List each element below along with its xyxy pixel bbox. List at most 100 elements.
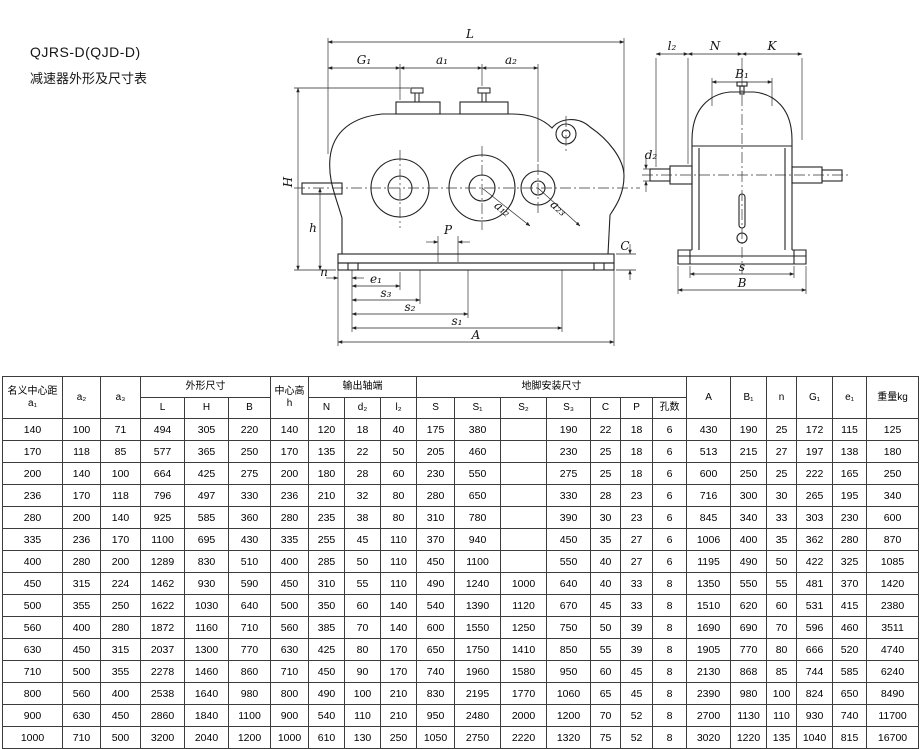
cell: 50 [766,550,798,573]
cell: 236 [270,484,310,507]
cell: 1580 [500,660,548,683]
cell: 25 [766,418,798,441]
cell: 71 [100,418,141,441]
cell: 1220 [730,726,768,749]
cell: 180 [866,440,920,463]
cell: 280 [62,550,101,573]
dim-K: K [767,39,778,53]
cell [500,506,548,529]
cell: 60 [590,660,622,683]
cell: 900 [2,704,63,727]
cell: 664 [140,462,185,485]
cell: 120 [308,418,346,441]
cell: 450 [100,704,141,727]
cell: 2000 [500,704,548,727]
cell: 25 [590,440,622,463]
cell: 140 [380,594,418,617]
cell: 980 [730,682,768,705]
col-group-foot-mount: 地脚安装尺寸 [416,376,688,398]
cell: 230 [546,440,592,463]
dim-P: P [443,223,453,237]
cell: 355 [100,660,141,683]
cell: 1160 [184,616,229,639]
cell: 1640 [184,682,229,705]
cell: 770 [227,638,272,661]
cell: 585 [184,506,229,529]
cell: 8 [652,704,688,727]
cell: 22 [590,418,622,441]
cell: 100 [344,682,382,705]
col-header-holes: 孔数 [652,397,688,419]
cell: 52 [620,726,654,749]
dim-n: n [320,265,328,279]
cell: 800 [270,682,310,705]
cell: 460 [832,616,868,639]
cell: 494 [140,418,185,441]
cell: 500 [270,594,310,617]
cell: 3020 [686,726,732,749]
cell: 860 [227,660,272,683]
cell: 310 [308,572,346,595]
cell: 80 [766,638,798,661]
cell: 850 [546,638,592,661]
cell: 340 [866,484,920,507]
cell: 220 [227,418,272,441]
col-header-A: A [686,376,732,419]
cell: 830 [184,550,229,573]
cell: 560 [62,682,101,705]
cell: 422 [796,550,834,573]
dimension-table: 名义中心距a₁ a₂ a₃ 外形尺寸 中心高h 输出轴端 地脚安装尺寸 A B₁… [2,376,920,749]
cell: 8 [652,638,688,661]
cell: 11700 [866,704,920,727]
cell: 800 [2,682,63,705]
cell: 55 [344,572,382,595]
cell: 2195 [454,682,502,705]
dimension-lines [294,38,636,346]
cell: 400 [62,616,101,639]
cell: 824 [796,682,834,705]
cell: 18 [620,462,654,485]
cell: 780 [454,506,502,529]
dim-a23: a₂₃ [548,197,570,219]
cell: 360 [227,506,272,529]
cell: 1390 [454,594,502,617]
cell: 8 [652,616,688,639]
cell: 1300 [184,638,229,661]
cell: 210 [308,484,346,507]
cell: 415 [832,594,868,617]
cell: 118 [100,484,141,507]
cell: 45 [620,660,654,683]
col-group-output-shaft: 输出轴端 [308,376,418,398]
cell: 540 [308,704,346,727]
cell: 1462 [140,572,185,595]
cell: 600 [866,506,920,529]
cell: 2700 [686,704,732,727]
cell: 695 [184,528,229,551]
cell: 110 [380,550,418,573]
cell: 330 [227,484,272,507]
cell: 170 [100,528,141,551]
cell: 65 [590,682,622,705]
cell: 550 [546,550,592,573]
cell: 135 [308,440,346,463]
col-header-C: C [590,397,622,419]
col-header-G1: G₁ [796,376,834,419]
cell: 630 [270,638,310,661]
cell: 80 [380,484,418,507]
col-header-a2: a₂ [62,376,101,419]
cell: 325 [832,550,868,573]
col-header-S: S [416,397,456,419]
col-header-N: N [308,397,346,419]
end-base-plate [677,249,807,265]
cell: 560 [270,616,310,639]
cell: 740 [832,704,868,727]
cell: 60 [344,594,382,617]
cell: 315 [100,638,141,661]
cell: 1200 [227,726,272,749]
cell: 50 [590,616,622,639]
